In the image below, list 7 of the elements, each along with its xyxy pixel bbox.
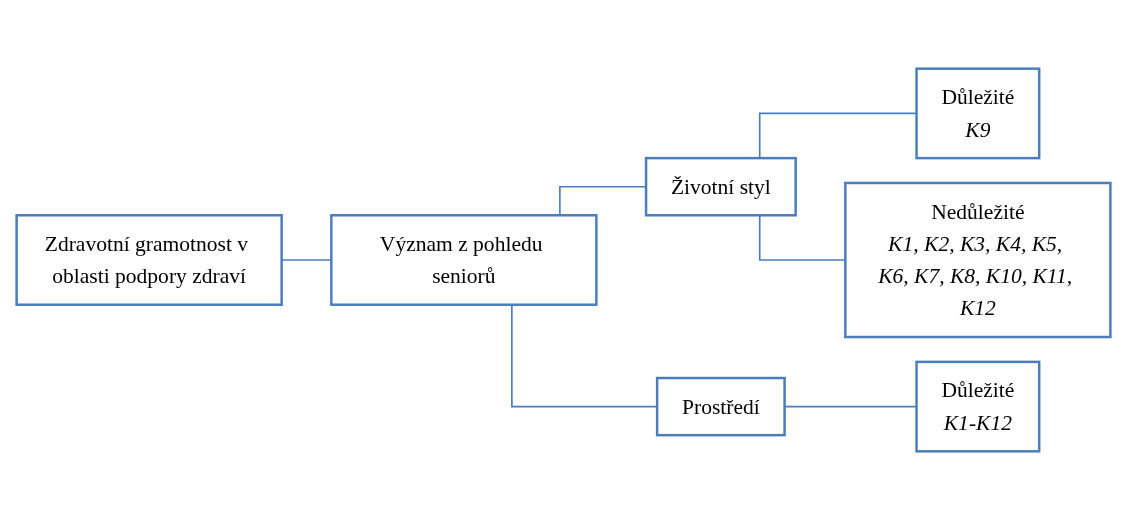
node-box: Nedůležité K1, K2, K3, K4, K5, K6, K7, K8, K10, K11, K12 [844, 181, 1112, 339]
node-box: Životní styl [644, 156, 797, 217]
node-box: Prostředí [655, 376, 786, 437]
node-box: Důležité K1-K12 [915, 360, 1041, 453]
node-box: Důležité K9 [915, 67, 1041, 160]
node-box: Význam z pohledu seniorů [330, 214, 598, 306]
node-box: Zdravotní gramotnost v oblasti podpory zdraví [15, 214, 283, 306]
